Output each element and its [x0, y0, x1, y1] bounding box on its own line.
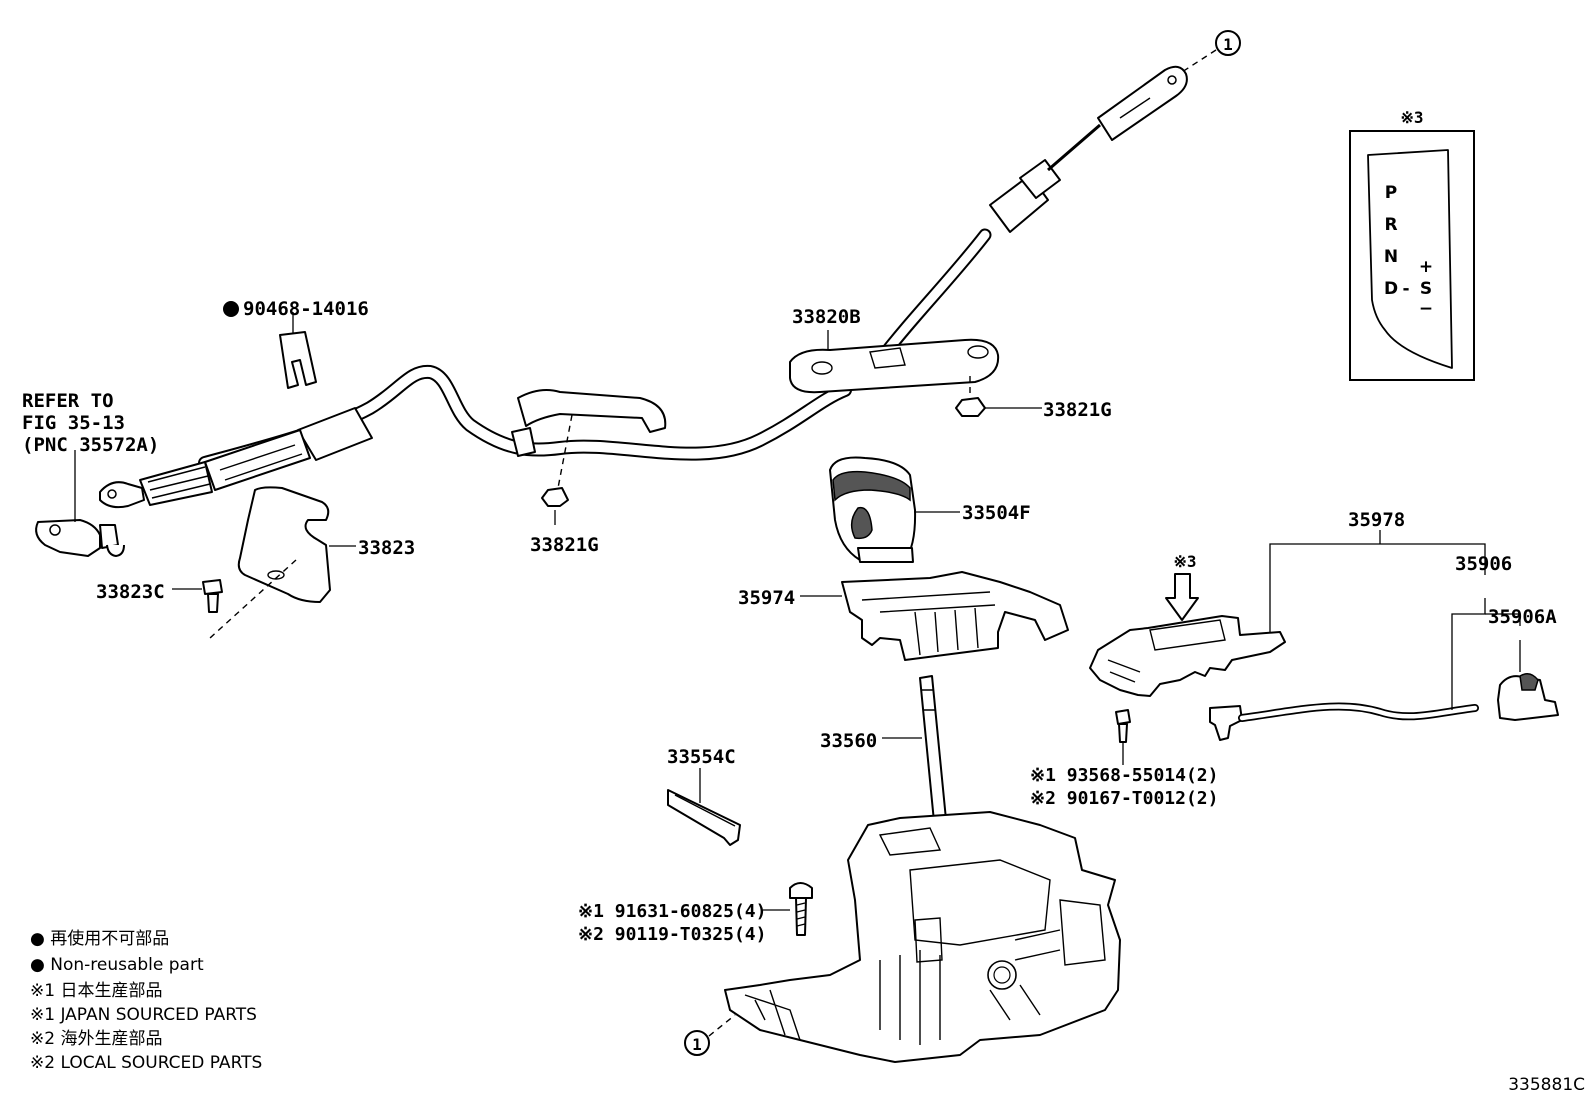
- shift-lever-base-assembly[interactable]: [724, 811, 1121, 1063]
- nut-33821g-right[interactable]: [955, 397, 986, 417]
- label-33823[interactable]: 33823: [358, 537, 415, 559]
- label-33554c[interactable]: 33554C: [667, 746, 736, 768]
- label-33820b[interactable]: 33820B: [792, 306, 861, 328]
- label-33823c[interactable]: 33823C: [96, 581, 165, 603]
- label-35906[interactable]: 35906: [1455, 553, 1512, 575]
- gate-p: P: [1385, 183, 1397, 203]
- bolt-33823c[interactable]: [202, 579, 223, 613]
- label-35906a[interactable]: 35906A: [1488, 606, 1557, 628]
- callout-1-bottom[interactable]: 1: [684, 1030, 710, 1056]
- cable-bracket-33823[interactable]: [237, 486, 331, 603]
- switch-marker-label: ※3: [1173, 552, 1196, 571]
- shift-cable-33820b[interactable]: [99, 65, 1188, 509]
- shift-switch-35978[interactable]: [1089, 615, 1286, 697]
- nonreusable-dot-icon: [223, 301, 239, 317]
- wire-harness-35906[interactable]: [1209, 702, 1479, 741]
- callout-1-bottom-label: 1: [692, 1035, 702, 1054]
- gate-d: D: [1384, 279, 1398, 299]
- gate-n: N: [1384, 247, 1398, 267]
- label-35974[interactable]: 35974: [738, 587, 795, 609]
- callout-1-top-label: 1: [1223, 35, 1233, 54]
- refer-line-2: FIG 35-13: [22, 412, 125, 434]
- gate-r: R: [1384, 215, 1397, 235]
- bulb-socket-35906a[interactable]: [1497, 673, 1559, 721]
- nut-33821g-center[interactable]: [541, 487, 569, 507]
- label-switch-bolt-1[interactable]: ※1 93568-55014(2): [1030, 765, 1218, 786]
- refer-line-1: REFER TO: [22, 390, 114, 412]
- gate-plus: +: [1419, 257, 1433, 277]
- label-33821g-right[interactable]: 33821G: [1043, 399, 1112, 421]
- gate-marker-label: ※3: [1400, 108, 1423, 127]
- down-arrow-icon: [1165, 573, 1199, 621]
- indicator-housing-35974[interactable]: [841, 571, 1069, 661]
- label-33821g-center[interactable]: 33821G: [530, 534, 599, 556]
- callout-1-top[interactable]: 1: [1215, 30, 1241, 56]
- legend-line-2: ● Non-reusable part: [30, 955, 204, 975]
- clip-90468-14016[interactable]: [279, 331, 317, 389]
- gate-s: S: [1420, 279, 1432, 299]
- slide-plate-33554c[interactable]: [667, 789, 741, 846]
- shift-gate-indicator: P R N D - S + −: [1349, 130, 1475, 381]
- label-switch-bolt-2[interactable]: ※2 90167-T0012(2): [1030, 788, 1218, 809]
- legend-line-4: ※1 JAPAN SOURCED PARTS: [30, 1005, 257, 1025]
- legend-line-6: ※2 LOCAL SOURCED PARTS: [30, 1053, 262, 1073]
- legend-line-3: ※1 日本生産部品: [30, 981, 162, 1001]
- label-base-bolt-1[interactable]: ※1 91631-60825(4): [578, 901, 766, 922]
- label-33560[interactable]: 33560: [820, 730, 877, 752]
- legend-line-5: ※2 海外生産部品: [30, 1029, 162, 1049]
- label-35978[interactable]: 35978: [1348, 509, 1405, 531]
- bolt-91631-60825[interactable]: [789, 882, 813, 936]
- shift-knob-33504f[interactable]: [829, 456, 917, 563]
- legend: ● 再使用不可部品 ● Non-reusable part ※1 日本生産部品 …: [30, 928, 262, 1073]
- gate-dash: -: [1402, 279, 1409, 299]
- transmission-lever-bracket[interactable]: [35, 519, 125, 557]
- refer-line-3: (PNC 35572A): [22, 434, 159, 456]
- label-33504f[interactable]: 33504F: [962, 502, 1031, 524]
- legend-line-1: ● 再使用不可部品: [30, 928, 169, 949]
- label-base-bolt-2[interactable]: ※2 90119-T0325(4): [578, 924, 766, 945]
- gate-minus: −: [1419, 299, 1433, 319]
- bolt-93568-55014[interactable]: [1115, 709, 1131, 743]
- label-90468-14016[interactable]: 90468-14016: [243, 298, 369, 320]
- figure-code: 335881C: [1508, 1075, 1585, 1095]
